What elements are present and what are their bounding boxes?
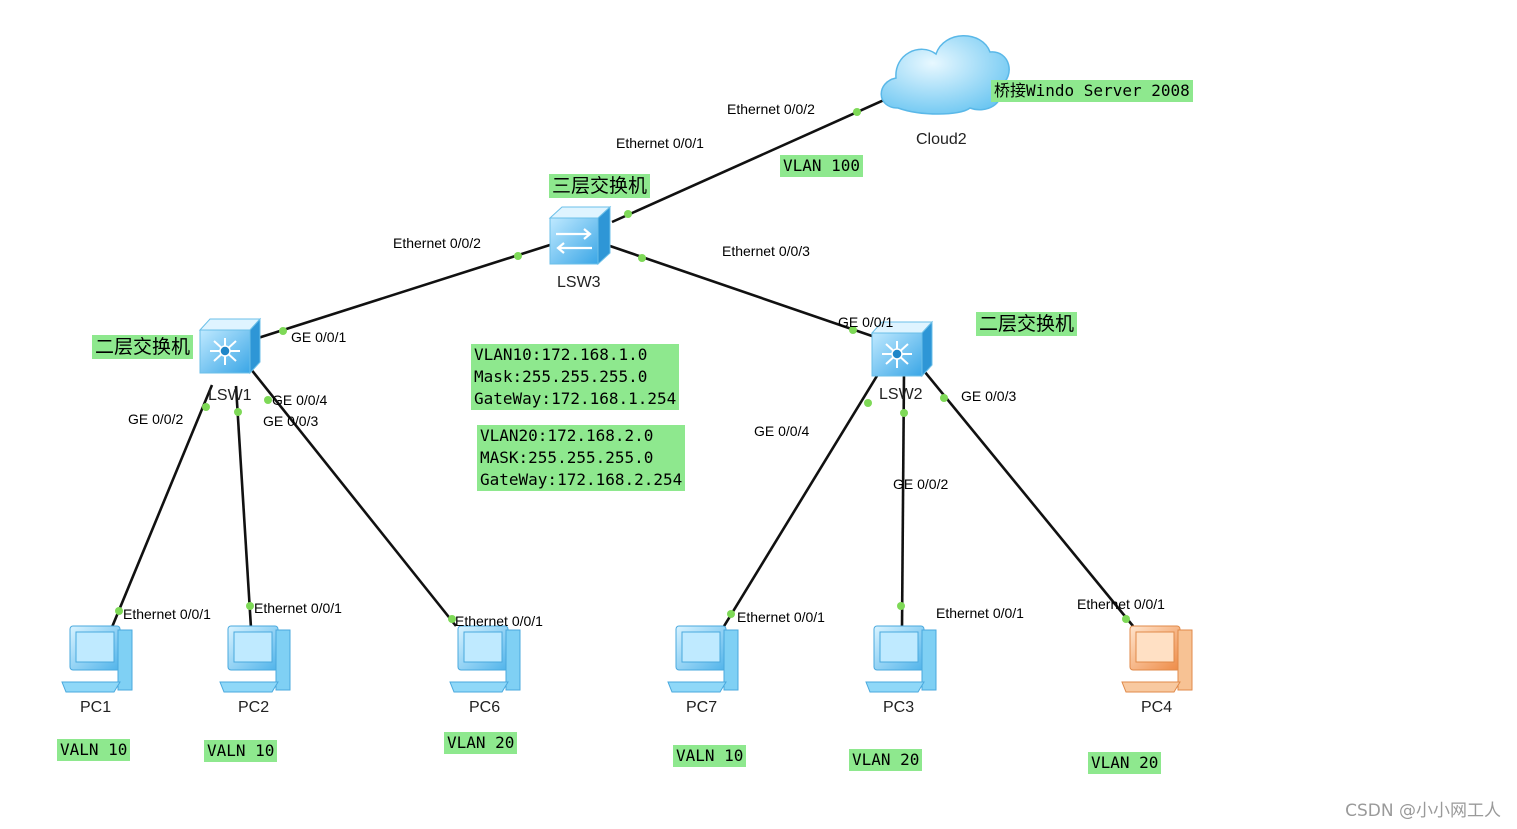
port-dot: [864, 399, 872, 407]
l2-switch-icon[interactable]: [870, 320, 934, 378]
links: [108, 94, 1135, 637]
pc4-vlan-note: VLAN 20: [1088, 752, 1162, 774]
port-dot: [727, 610, 735, 618]
port-dot: [246, 602, 254, 610]
port-dot: [202, 403, 210, 411]
l2-switch-icon[interactable]: [198, 317, 262, 375]
sw1-title: 二层交换机: [92, 335, 194, 359]
pc7-label: PC7: [686, 699, 717, 716]
port-dot: [940, 394, 948, 402]
pc2-vlan-note: VALN 10: [204, 740, 278, 762]
port-dot: [849, 326, 857, 334]
port-label: GE 0/0/4: [272, 392, 327, 408]
port-label: Ethernet 0/0/2: [393, 235, 481, 251]
pc3-vlan-note: VLAN 20: [849, 749, 923, 771]
port-dots: [115, 108, 1130, 623]
port-dot: [900, 409, 908, 417]
port-label: GE 0/0/2: [128, 411, 183, 427]
watermark: CSDN @小小网工人: [1345, 801, 1501, 821]
pc1-label: PC1: [80, 699, 111, 716]
port-dot: [897, 602, 905, 610]
port-label: GE 0/0/1: [291, 329, 346, 345]
l3-switch-icon[interactable]: [548, 205, 612, 266]
link-cloud-lsw3: [611, 94, 894, 224]
pc1-vlan-note: VALN 10: [57, 739, 131, 761]
pc2-label: PC2: [238, 699, 269, 716]
port-dot: [279, 327, 287, 335]
sw2-title: 二层交换机: [976, 312, 1078, 336]
port-label: Ethernet 0/0/1: [254, 600, 342, 616]
lsw1-label: LSW1: [208, 387, 252, 404]
pc7-vlan-note: VALN 10: [673, 745, 747, 767]
port-label: GE 0/0/3: [263, 413, 318, 429]
pc-icon[interactable]: [667, 625, 739, 693]
cloud-bridge-note: 桥接Windo Server 2008: [991, 80, 1193, 102]
pc6-vlan-note: VLAN 20: [444, 732, 518, 754]
port-label: Ethernet 0/0/1: [455, 613, 543, 629]
port-label: GE 0/0/4: [754, 423, 809, 439]
port-dot: [514, 252, 522, 260]
port-labels: Ethernet 0/0/2 Ethernet 0/0/1 Ethernet 0…: [123, 101, 1165, 629]
port-label: Ethernet 0/0/1: [737, 609, 825, 625]
link-lsw3-lsw2: [609, 244, 873, 338]
port-dot: [264, 396, 272, 404]
port-dot: [624, 210, 632, 218]
link-lsw1-pc6: [248, 367, 458, 627]
link-lsw2-pc4: [918, 365, 1135, 627]
vlan20-config-note: VLAN20:172.168.2.0 MASK:255.255.255.0 Ga…: [477, 425, 686, 491]
port-label: Ethernet 0/0/1: [1077, 596, 1165, 612]
core-vlan-note: VLAN 100: [780, 155, 864, 177]
link-lsw3-lsw1: [257, 242, 554, 340]
pc-icon[interactable]: [449, 625, 521, 693]
pc-icon[interactable]: [1121, 625, 1193, 693]
port-dot: [1122, 615, 1130, 623]
port-label: Ethernet 0/0/2: [727, 101, 815, 117]
link-lsw1-pc1: [108, 384, 214, 633]
port-label: Ethernet 0/0/1: [616, 135, 704, 151]
pc6-label: PC6: [469, 699, 500, 716]
pc-icon[interactable]: [865, 625, 937, 693]
port-dot: [638, 254, 646, 262]
vlan10-config-note: VLAN10:172.168.1.0 Mask:255.255.255.0 Ga…: [471, 344, 680, 410]
link-lsw1-pc2: [234, 385, 253, 629]
lsw2-label: LSW2: [879, 386, 923, 403]
pc-icon[interactable]: [61, 625, 133, 693]
link-lsw2-pc7: [716, 365, 885, 637]
port-label: GE 0/0/3: [961, 388, 1016, 404]
port-dot: [853, 108, 861, 116]
port-label: GE 0/0/1: [838, 314, 893, 330]
port-label: Ethernet 0/0/3: [722, 243, 810, 259]
port-label: GE 0/0/2: [893, 476, 948, 492]
lsw3-label: LSW3: [557, 274, 601, 291]
port-dot: [115, 607, 123, 615]
port-label: Ethernet 0/0/1: [123, 606, 211, 622]
cloud-label: Cloud2: [916, 131, 967, 148]
port-label: Ethernet 0/0/1: [936, 605, 1024, 621]
core-switch-title: 三层交换机: [549, 174, 651, 198]
port-dot: [448, 615, 456, 623]
pc4-label: PC4: [1141, 699, 1172, 716]
pc-icon[interactable]: [219, 625, 291, 693]
port-dot: [234, 408, 242, 416]
cloud-icon[interactable]: [880, 35, 1010, 115]
pc3-label: PC3: [883, 699, 914, 716]
